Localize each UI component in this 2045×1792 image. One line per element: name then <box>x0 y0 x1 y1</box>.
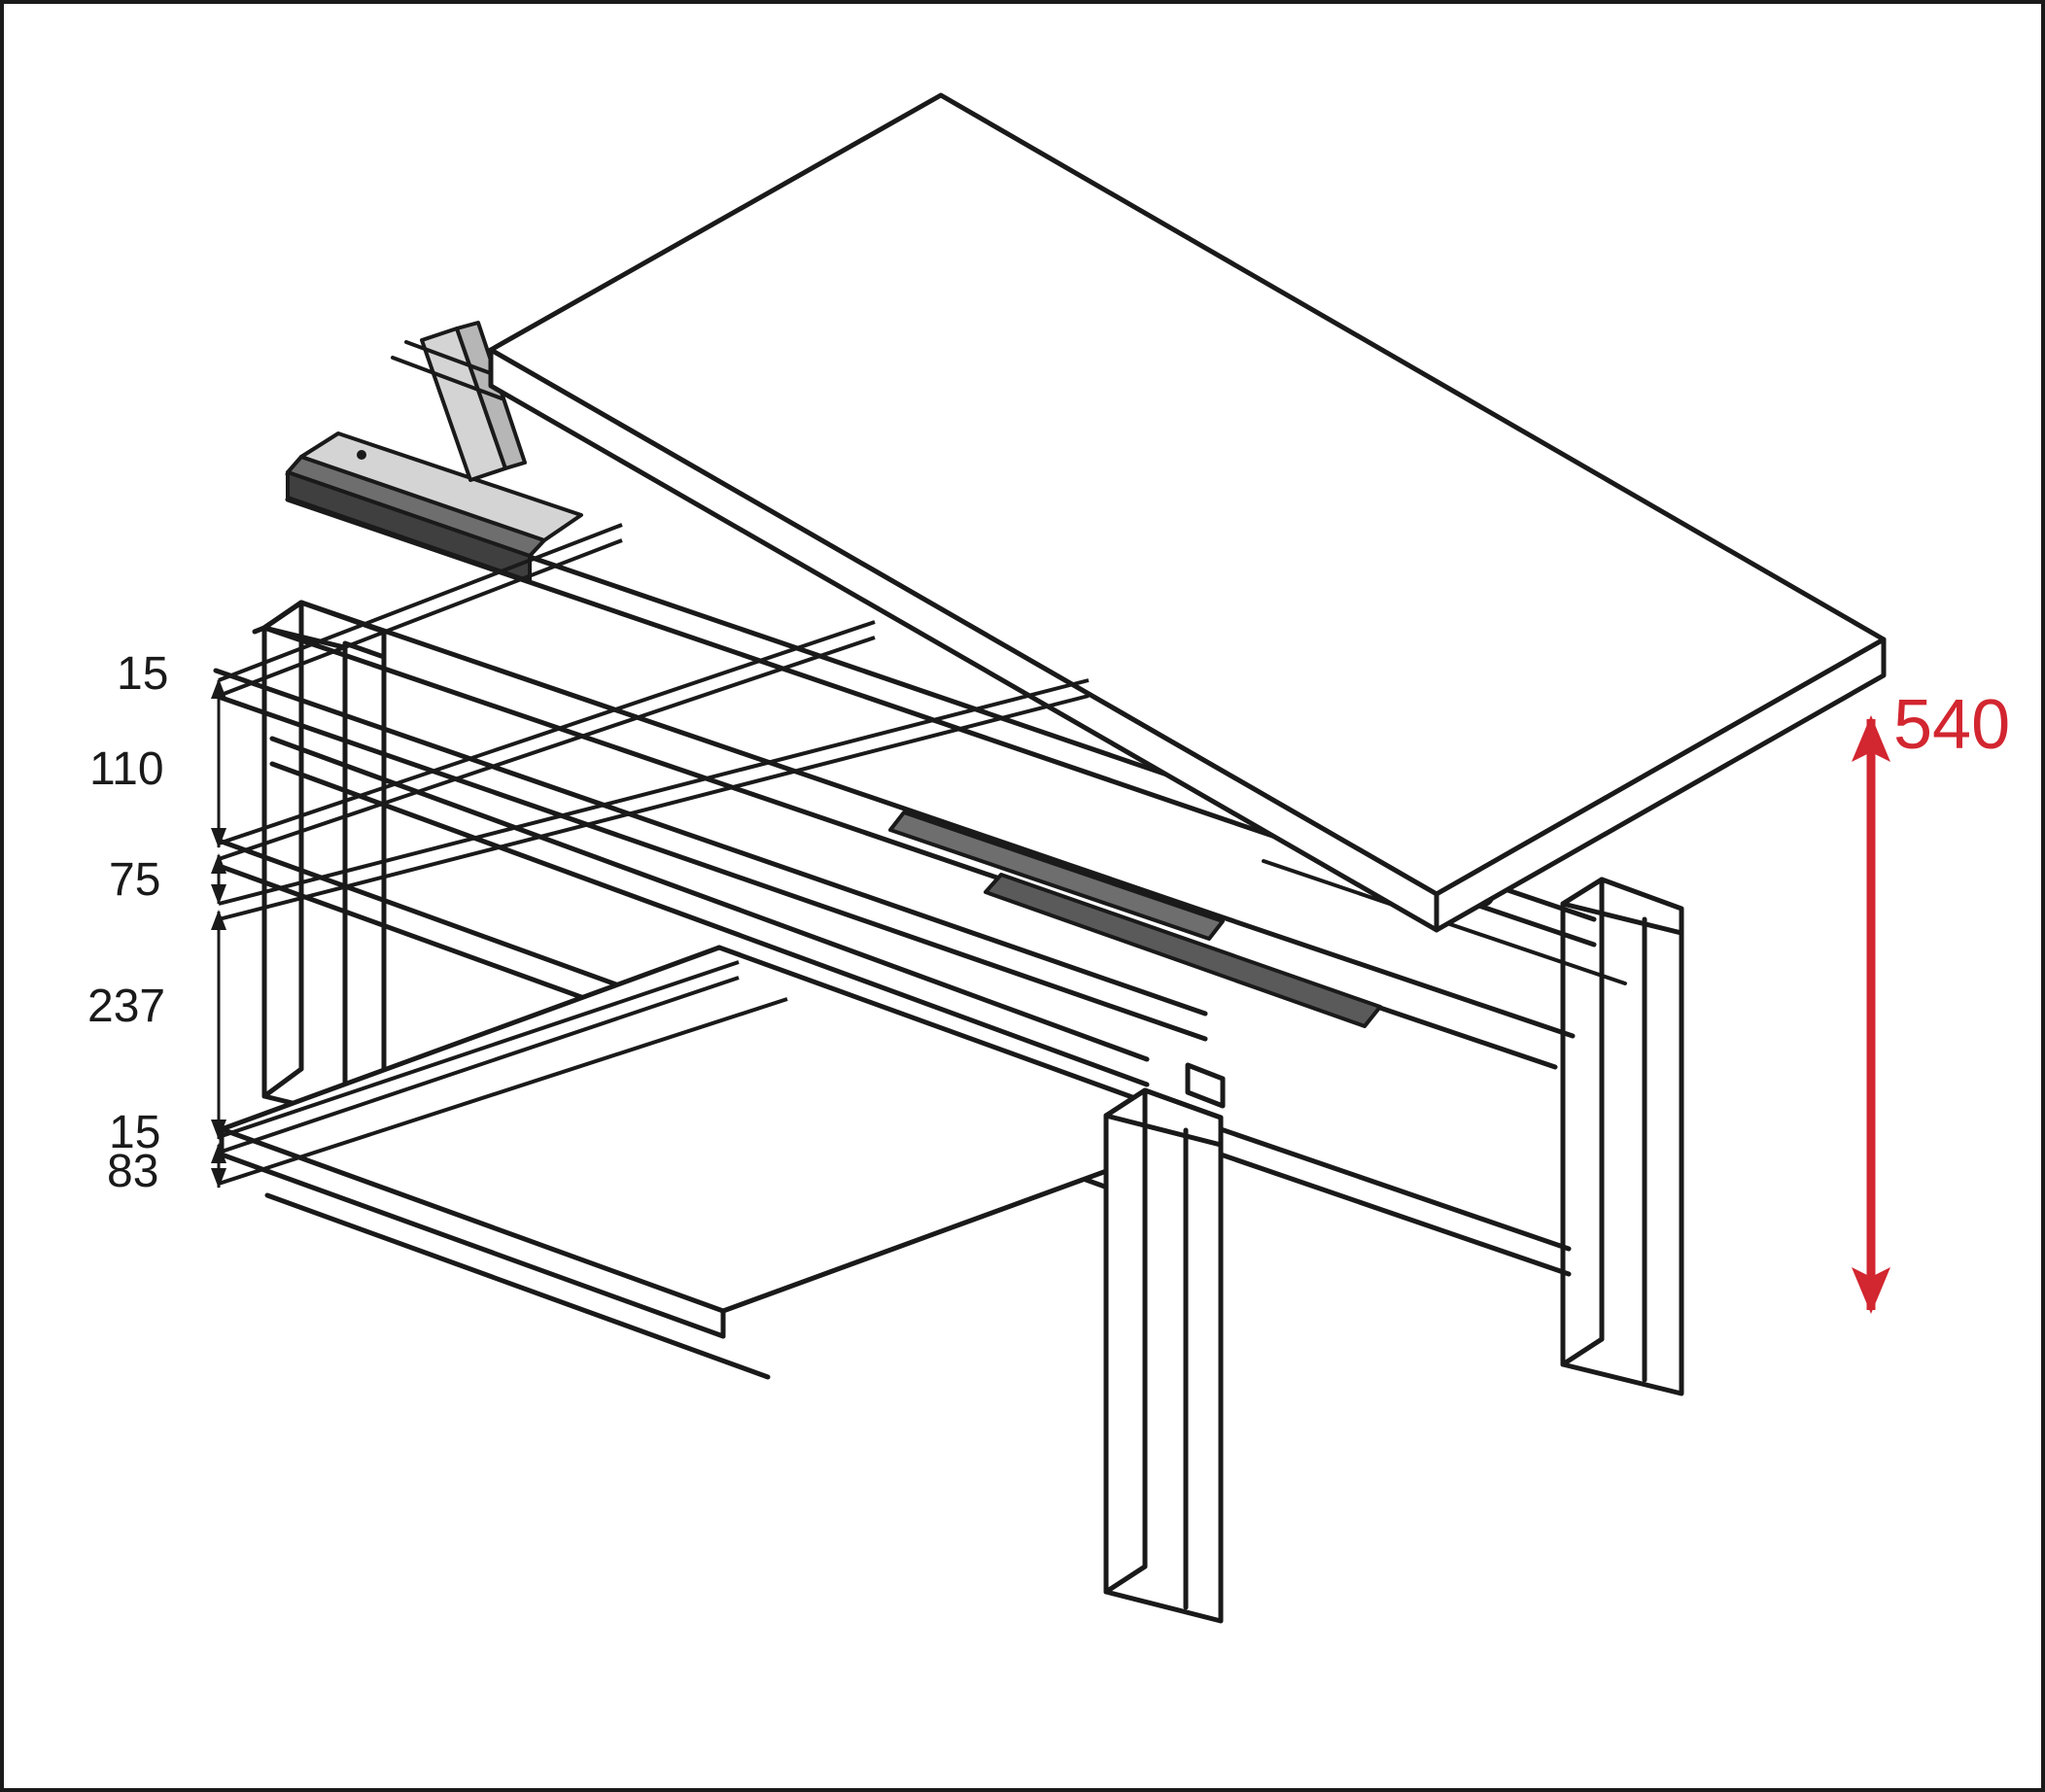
table-top <box>488 92 1887 933</box>
table-assembly <box>213 92 1887 1624</box>
lower-shelf-front-face <box>264 1192 771 1380</box>
guide-rail-right-lower <box>984 873 1382 1028</box>
dim-label-540: 540 <box>1893 686 2011 764</box>
guide-rail-right <box>888 810 1225 941</box>
left-dimension-chain <box>211 523 1090 1189</box>
pivot-dot-left <box>357 450 366 460</box>
lift-arm-left <box>391 340 503 400</box>
lift-plate-left <box>299 431 583 542</box>
dim-label-83: 83 <box>107 1146 159 1197</box>
rear-upper-stretcher <box>213 668 1208 1042</box>
left-side-top-rail <box>252 625 267 635</box>
dim-label-237: 237 <box>87 981 166 1032</box>
dim-label-110: 110 <box>89 743 164 795</box>
dim-label-15-bottom: 15 <box>109 1107 161 1158</box>
right-side-rail <box>1185 913 1576 1070</box>
right-rear-leg-panel <box>1560 877 1684 1396</box>
guide-rail-left <box>286 455 546 583</box>
right-front-leg-notch <box>1185 1062 1226 1109</box>
right-front-leg-panel <box>1103 1087 1224 1624</box>
dim-label-75: 75 <box>109 854 161 906</box>
right-side-shelf-rail <box>1218 1126 1572 1277</box>
dim-label-15-top: 15 <box>117 648 169 700</box>
